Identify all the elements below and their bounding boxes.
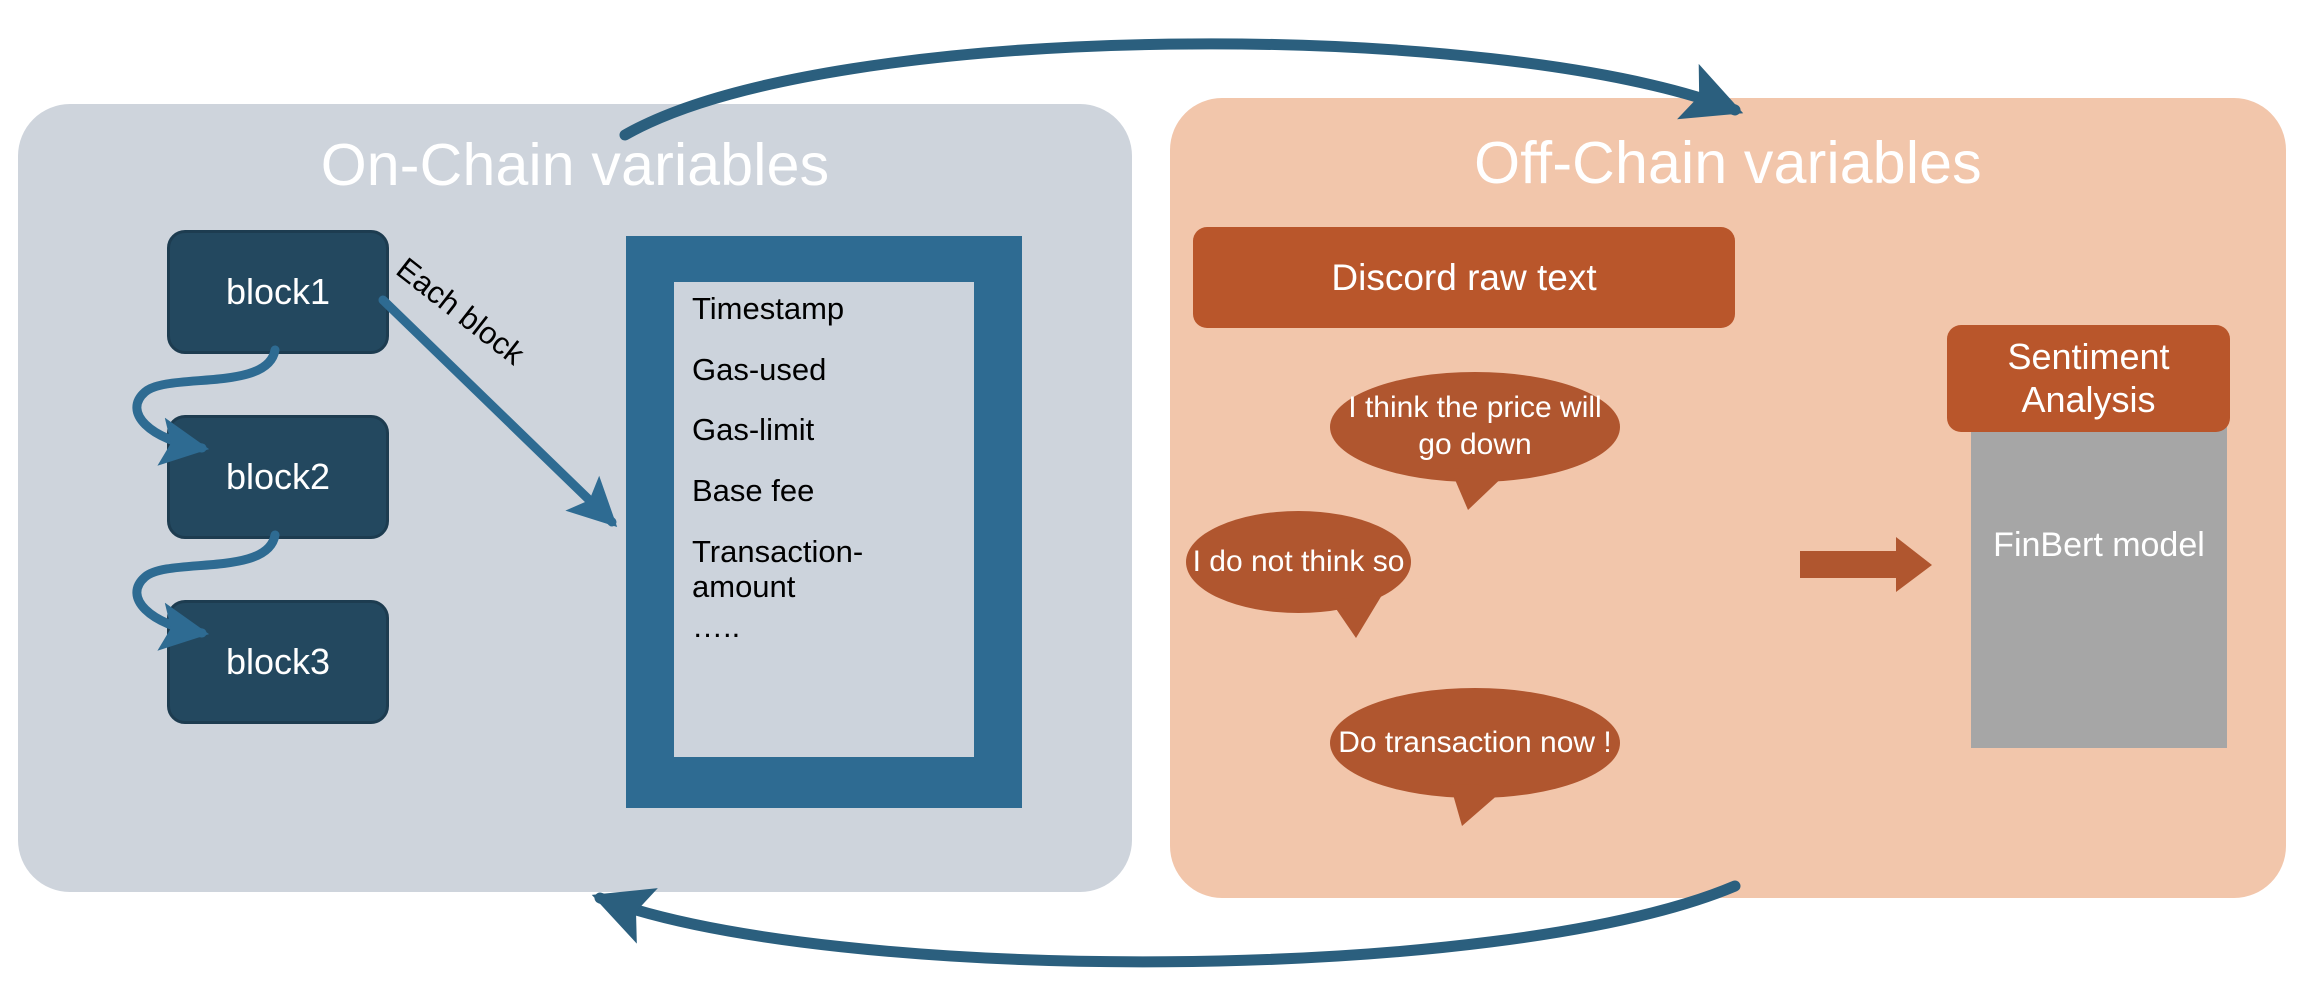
sentiment-analysis-label: Sentiment Analysis [2007, 336, 2170, 420]
on-chain-panel-title: On-Chain variables [320, 132, 830, 198]
finbert-model-label: FinBert model [1993, 525, 2205, 564]
block-variables-frame: Timestamp Gas-used Gas-limit Base fee Tr… [626, 236, 1022, 808]
chat-bubble-1-text: I think the price will go down [1348, 391, 1602, 461]
chat-bubble-3-text: Do transaction now ! [1338, 725, 1612, 759]
block-node-3-label: block3 [225, 641, 331, 682]
chat-bubble-2: I do not think so [1186, 511, 1411, 613]
chat-bubble-1: I think the price will go down [1330, 372, 1620, 482]
block-variables-list: Timestamp Gas-used Gas-limit Base fee Tr… [674, 282, 974, 757]
block-node-3[interactable]: block3 [167, 600, 389, 724]
variable-item-base-fee: Base fee [692, 473, 815, 509]
variable-item-transaction-amount: Transaction- amount [692, 533, 974, 604]
variable-item-transaction-amount-line2: amount [692, 568, 796, 604]
discord-raw-text-label: Discord raw text [1331, 256, 1597, 298]
variable-item-timestamp: Timestamp [692, 291, 845, 326]
off-chain-panel-title: Off-Chain variables [1474, 130, 1982, 196]
variable-item-ellipsis: ….. [692, 609, 741, 645]
block-node-2[interactable]: block2 [167, 415, 389, 539]
chat-bubble-2-text: I do not think so [1192, 544, 1405, 578]
variable-item-gas-used: Gas-used [692, 351, 827, 387]
sentiment-analysis-header: Sentiment Analysis [1947, 325, 2230, 432]
block-node-1[interactable]: block1 [167, 230, 389, 354]
block-node-2-label: block2 [225, 456, 331, 497]
block-node-1-label: block1 [225, 271, 331, 312]
variable-item-gas-limit: Gas-limit [692, 412, 815, 448]
variable-item-transaction-amount-line1: Transaction- [692, 533, 864, 569]
discord-raw-text-box[interactable]: Discord raw text [1193, 227, 1735, 328]
chat-bubble-3: Do transaction now ! [1330, 688, 1620, 798]
